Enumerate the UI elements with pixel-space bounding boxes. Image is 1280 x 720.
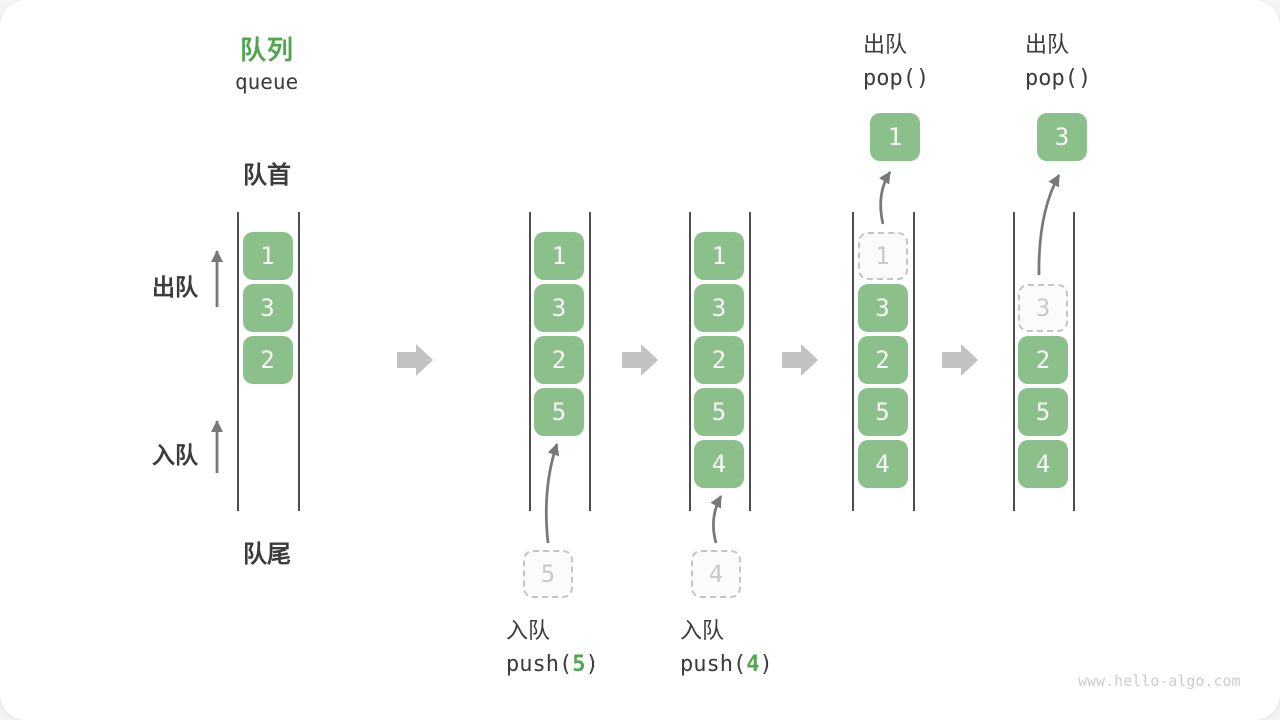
queue-state-pop-3-popped-box: 3 <box>1037 113 1087 161</box>
queue-rear-label: 队尾 <box>243 541 291 568</box>
step-arrow-icon-4 <box>942 344 978 376</box>
queue-state-pop-1-caption-code: pop() <box>863 66 930 91</box>
queue-state-pop-3-cell-4: 4 <box>1018 440 1068 488</box>
queue-state-push-5-incoming-box: 5 <box>523 550 573 598</box>
queue-state-push-5-cell-1: 1 <box>534 232 584 280</box>
queue-state-push-4-caption-label: 入队 <box>680 618 725 643</box>
step-arrow-icon-1 <box>397 344 433 376</box>
queue-state-push-4-incoming-box: 4 <box>691 550 741 598</box>
queue-state-initial-cell-2: 2 <box>242 336 293 384</box>
page-title: 队列 <box>240 35 295 65</box>
queue-state-pop-1-popped-box: 1 <box>870 113 920 161</box>
queue-state-pop-3-cell-5: 5 <box>1018 388 1068 436</box>
queue-state-initial-cell-1: 1 <box>242 232 293 280</box>
queue-state-push-4-cell-5: 5 <box>694 388 744 436</box>
queue-state-push-5-op-arrow <box>544 443 560 544</box>
queue-state-push-4-op-arrow <box>710 495 723 544</box>
queue-state-pop-3-cell-3-ghost: 3 <box>1018 284 1068 332</box>
queue-state-pop-1-caption: 出队 pop() <box>863 28 929 95</box>
queue-state-pop-3-caption: 出队 pop() <box>1025 28 1091 95</box>
queue-front-label: 队首 <box>243 162 291 189</box>
queue-state-push-4-caption-code: push(4) <box>680 652 773 677</box>
page-subtitle: queue <box>235 70 299 94</box>
queue-state-push-5-cell-2: 2 <box>534 336 584 384</box>
queue-state-pop-3-caption-code: pop() <box>1025 66 1092 91</box>
queue-state-pop-3-cell-2: 2 <box>1018 336 1068 384</box>
queue-state-initial-right-wall <box>298 212 300 511</box>
queue-state-pop-1-cell-3: 3 <box>857 284 908 332</box>
queue-state-push-4-caption-arg: 4 <box>746 652 760 677</box>
queue-state-pop-1-right-wall <box>913 212 915 511</box>
queue-state-pop-3-caption-label: 出队 <box>1025 32 1070 57</box>
queue-state-push-4-cell-3: 3 <box>694 284 744 332</box>
queue-state-pop-1-cell-2: 2 <box>857 336 908 384</box>
queue-state-pop-3-right-wall <box>1073 212 1075 511</box>
queue-state-pop-1-left-wall <box>852 212 854 511</box>
enqueue-side-label: 入队 <box>152 442 198 468</box>
queue-state-push-4-cell-4: 4 <box>694 440 744 488</box>
queue-state-push-5-cell-3: 3 <box>534 284 584 332</box>
queue-state-pop-1-op-arrow <box>879 171 892 225</box>
queue-state-pop-1-cell-5: 5 <box>857 388 908 436</box>
dequeue-side-label: 出队 <box>152 274 198 300</box>
queue-state-push-4-left-wall <box>689 212 691 511</box>
queue-state-push-4-right-wall <box>749 212 751 511</box>
queue-state-pop-3-left-wall <box>1013 212 1015 511</box>
queue-state-push-5-cell-5: 5 <box>534 388 584 436</box>
watermark: www.hello-algo.com <box>1078 672 1241 690</box>
queue-state-push-5-caption-label: 入队 <box>506 618 551 643</box>
queue-state-push-4-caption: 入队 push(4) <box>680 614 773 681</box>
queue-state-pop-1-caption-label: 出队 <box>863 32 908 57</box>
queue-state-push-5-caption-code: push(5) <box>506 652 599 677</box>
queue-state-push-5-right-wall <box>589 212 591 511</box>
step-arrow-icon-2 <box>622 344 658 376</box>
queue-state-push-4-cell-1: 1 <box>694 232 744 280</box>
queue-state-push-5-left-wall <box>529 212 531 511</box>
queue-state-pop-3-op-arrow <box>1037 174 1061 276</box>
queue-state-pop-1-cell-1-ghost: 1 <box>857 232 908 280</box>
queue-state-push-4-cell-2: 2 <box>694 336 744 384</box>
queue-state-pop-1-cell-4: 4 <box>857 440 908 488</box>
queue-state-push-5-caption: 入队 push(5) <box>506 614 599 681</box>
queue-state-initial-cell-3: 3 <box>242 284 293 332</box>
queue-state-initial-left-wall <box>237 212 239 511</box>
queue-state-push-5-caption-arg: 5 <box>572 652 586 677</box>
step-arrow-icon-3 <box>782 344 818 376</box>
